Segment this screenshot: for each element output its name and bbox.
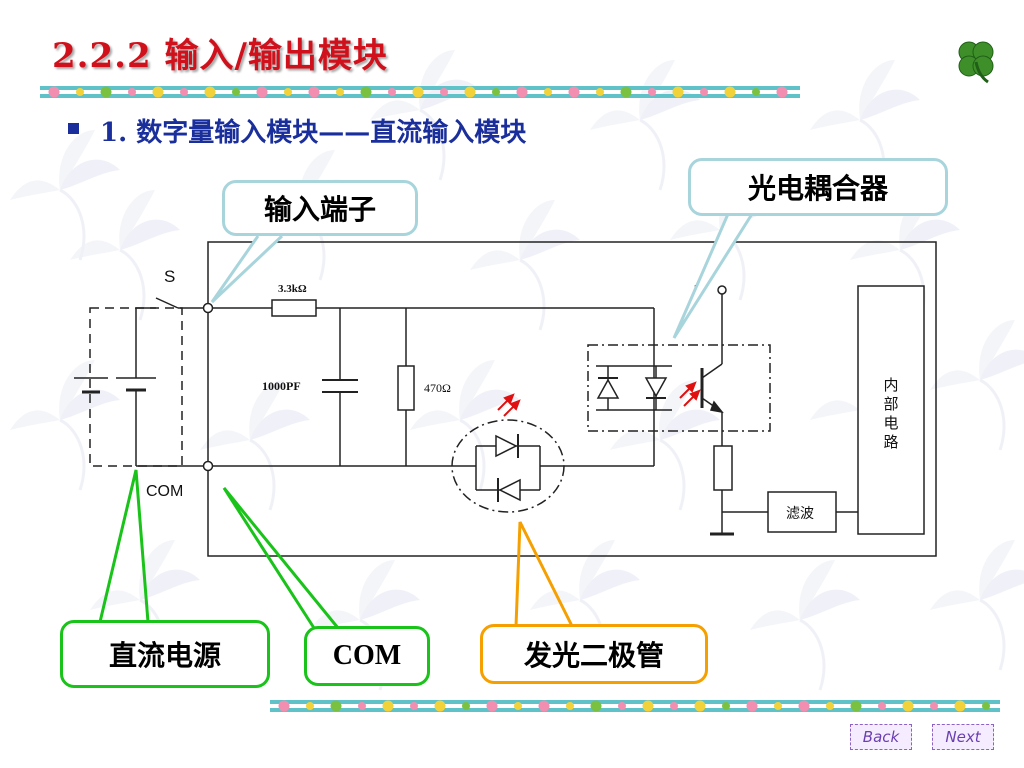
optocoupler-enclosure	[587, 344, 771, 432]
clover-icon	[958, 41, 994, 84]
slide-subtitle: 1. 数字量输入模块——直流输入模块	[100, 118, 527, 148]
bullet-icon	[68, 123, 79, 134]
top-ribbon	[40, 86, 800, 98]
filter-label: 滤波	[786, 506, 814, 522]
shunt-resistor-label: 470Ω	[424, 381, 451, 395]
callout-com: COM	[304, 626, 430, 686]
led-emission-arrows	[497, 381, 701, 417]
series-resistor-label: 3.3kΩ	[278, 283, 307, 295]
com-label: COM	[146, 483, 183, 500]
switch-blade	[155, 297, 179, 309]
led-enclosure	[451, 419, 565, 513]
internal-circuit-block	[857, 285, 925, 535]
led-diode-2	[498, 478, 521, 502]
callout-dc-power: 直流电源	[60, 620, 270, 688]
back-button[interactable]: Back	[850, 724, 912, 750]
optocoupler-pointer	[672, 213, 754, 339]
internal-circuit-label: 内部电路	[883, 376, 898, 451]
supply-terminal	[717, 285, 727, 295]
input-terminal-pointer	[210, 234, 284, 304]
callout-optocoupler: 光电耦合器	[688, 158, 948, 216]
pull-down-resistor	[713, 445, 733, 491]
callout-led: 发光二极管	[480, 624, 708, 684]
com-terminal-node	[202, 460, 214, 472]
led-pointer	[514, 521, 574, 627]
led-diode-1	[495, 434, 518, 458]
next-button[interactable]: Next	[932, 724, 994, 750]
input-terminal-node	[202, 302, 214, 314]
shunt-resistor	[397, 365, 415, 411]
switch-label: S	[164, 267, 175, 286]
capacitor-label: 1000PF	[262, 379, 301, 393]
callout-input-terminal: 输入端子	[222, 180, 418, 236]
slide-title: 2.2.2 输入/输出模块	[52, 36, 388, 76]
filter-block	[767, 491, 837, 533]
module-boundary	[207, 241, 937, 557]
series-resistor	[271, 299, 317, 317]
com-pointer	[222, 487, 340, 629]
opto-diode-2	[644, 377, 668, 398]
dc-power-pointer	[98, 469, 150, 623]
bottom-ribbon	[270, 700, 1000, 712]
opto-diode-1	[596, 378, 620, 399]
